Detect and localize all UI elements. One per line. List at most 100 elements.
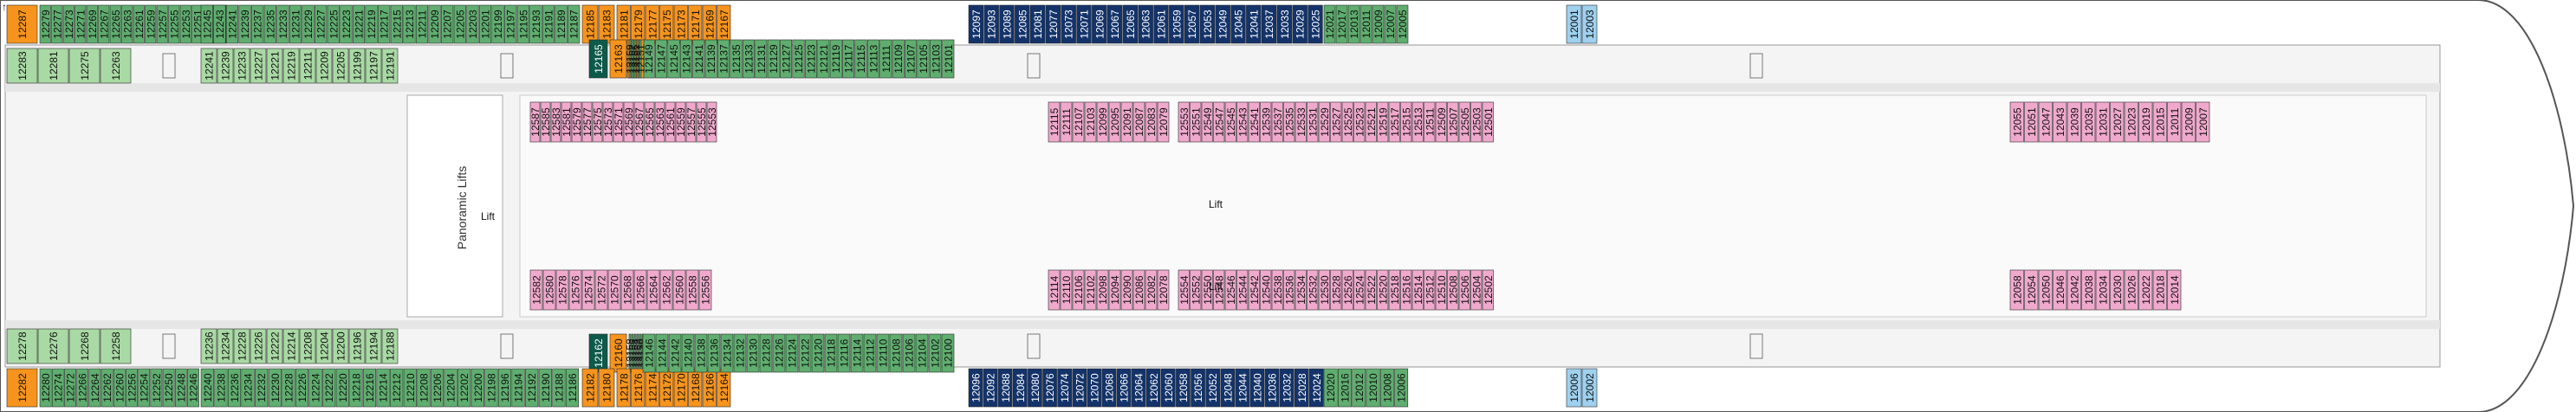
cabin-12038[interactable] bbox=[2081, 269, 2096, 311]
cabin-12026[interactable] bbox=[2124, 269, 2138, 311]
cabin-12082[interactable] bbox=[1145, 269, 1158, 311]
cabin-12024[interactable] bbox=[1309, 368, 1324, 408]
cabin-12046[interactable] bbox=[2053, 269, 2067, 311]
cabin-12070[interactable] bbox=[1087, 368, 1102, 408]
cabin-12503[interactable] bbox=[1470, 101, 1483, 143]
cabin-12550[interactable] bbox=[1201, 269, 1213, 311]
cabin-12127[interactable] bbox=[780, 39, 793, 79]
cabin-12060[interactable] bbox=[1161, 368, 1176, 408]
cabin-12076[interactable] bbox=[1042, 368, 1057, 408]
cabin-12006[interactable] bbox=[1566, 368, 1582, 408]
cabin-12505[interactable] bbox=[1458, 101, 1470, 143]
cabin-12131[interactable] bbox=[755, 39, 768, 79]
cabin-12537[interactable] bbox=[1271, 101, 1283, 143]
cabin-12048[interactable] bbox=[1220, 368, 1236, 408]
cabin-12096[interactable] bbox=[968, 368, 983, 408]
cabin-12125[interactable] bbox=[792, 39, 805, 79]
cabin-12281[interactable] bbox=[37, 48, 69, 84]
cabin-12198[interactable] bbox=[484, 368, 498, 408]
cabin-12227[interactable] bbox=[315, 4, 328, 44]
cabin-12565[interactable] bbox=[644, 101, 655, 143]
cabin-12162[interactable] bbox=[588, 333, 608, 373]
cabin-12036[interactable] bbox=[1264, 368, 1280, 408]
cabin-12525[interactable] bbox=[1341, 101, 1353, 143]
cabin-12114[interactable] bbox=[1048, 269, 1061, 311]
cabin-12220[interactable] bbox=[335, 368, 349, 408]
cabin-12221[interactable] bbox=[352, 4, 366, 44]
cabin-12210[interactable] bbox=[403, 368, 417, 408]
cabin-12569[interactable] bbox=[623, 101, 634, 143]
cabin-12132[interactable] bbox=[733, 333, 747, 373]
cabin-12016[interactable] bbox=[1338, 368, 1352, 408]
cabin-12191[interactable] bbox=[381, 48, 399, 84]
cabin-12100[interactable] bbox=[941, 333, 955, 373]
cabin-12209[interactable] bbox=[315, 48, 333, 84]
cabin-12279[interactable] bbox=[39, 4, 51, 44]
cabin-12146[interactable] bbox=[642, 333, 656, 373]
cabin-12263[interactable] bbox=[100, 48, 132, 84]
cabin-12139[interactable] bbox=[704, 39, 717, 79]
cabin-12549[interactable] bbox=[1201, 101, 1213, 143]
cabin-12143[interactable] bbox=[679, 39, 692, 79]
cabin-12045[interactable] bbox=[1230, 4, 1246, 44]
cabin-12155[interactable] bbox=[633, 39, 637, 79]
cabin-12013[interactable] bbox=[1347, 4, 1360, 44]
cabin-12552[interactable] bbox=[1190, 269, 1202, 311]
cabin-12053[interactable] bbox=[1199, 4, 1216, 44]
cabin-12001[interactable] bbox=[1566, 4, 1582, 44]
cabin-12208[interactable] bbox=[299, 328, 316, 364]
cabin-12222[interactable] bbox=[322, 368, 336, 408]
cabin-12095[interactable] bbox=[1108, 101, 1121, 143]
cabin-12194[interactable] bbox=[365, 328, 382, 364]
cabin-12269[interactable] bbox=[86, 4, 98, 44]
cabin-12506[interactable] bbox=[1458, 269, 1470, 311]
cabin-12531[interactable] bbox=[1307, 101, 1319, 143]
cabin-12206[interactable] bbox=[430, 368, 444, 408]
cabin-12585[interactable] bbox=[540, 101, 551, 143]
cabin-12107[interactable] bbox=[1072, 101, 1085, 143]
cabin-12196[interactable] bbox=[497, 368, 512, 408]
cabin-12057[interactable] bbox=[1184, 4, 1200, 44]
cabin-12140[interactable] bbox=[681, 333, 695, 373]
cabin-12212[interactable] bbox=[390, 368, 404, 408]
cabin-12200[interactable] bbox=[332, 328, 349, 364]
cabin-12571[interactable] bbox=[613, 101, 624, 143]
cabin-12204[interactable] bbox=[315, 328, 333, 364]
cabin-12587[interactable] bbox=[529, 101, 541, 143]
cabin-12182[interactable] bbox=[581, 368, 599, 408]
cabin-12052[interactable] bbox=[1205, 368, 1220, 408]
cabin-12199[interactable] bbox=[348, 48, 366, 84]
cabin-12197[interactable] bbox=[365, 48, 382, 84]
cabin-12276[interactable] bbox=[37, 328, 69, 364]
cabin-12080[interactable] bbox=[1028, 368, 1042, 408]
cabin-12268[interactable] bbox=[68, 328, 101, 364]
cabin-12043[interactable] bbox=[2053, 101, 2067, 143]
cabin-12226[interactable] bbox=[250, 328, 267, 364]
cabin-12117[interactable] bbox=[842, 39, 855, 79]
cabin-12532[interactable] bbox=[1307, 269, 1319, 311]
cabin-12577[interactable] bbox=[581, 101, 593, 143]
cabin-12134[interactable] bbox=[720, 333, 734, 373]
cabin-12240[interactable] bbox=[200, 368, 214, 408]
cabin-12032[interactable] bbox=[1279, 368, 1294, 408]
cabin-12567[interactable] bbox=[633, 101, 645, 143]
cabin-12191[interactable] bbox=[542, 4, 555, 44]
cabin-12236[interactable] bbox=[227, 368, 242, 408]
cabin-12120[interactable] bbox=[811, 333, 825, 373]
cabin-12227[interactable] bbox=[250, 48, 267, 84]
cabin-12280[interactable] bbox=[39, 368, 52, 408]
cabin-12138[interactable] bbox=[694, 333, 708, 373]
cabin-12018[interactable] bbox=[2152, 269, 2167, 311]
cabin-12545[interactable] bbox=[1224, 101, 1236, 143]
cabin-12023[interactable] bbox=[2124, 101, 2138, 143]
cabin-12215[interactable] bbox=[390, 4, 403, 44]
cabin-12109[interactable] bbox=[892, 39, 905, 79]
cabin-12178[interactable] bbox=[616, 368, 631, 408]
cabin-12229[interactable] bbox=[302, 4, 315, 44]
cabin-12188[interactable] bbox=[381, 328, 399, 364]
cabin-12523[interactable] bbox=[1353, 101, 1366, 143]
cabin-12512[interactable] bbox=[1424, 269, 1436, 311]
cabin-12261[interactable] bbox=[133, 4, 145, 44]
cabin-12203[interactable] bbox=[466, 4, 479, 44]
cabin-12518[interactable] bbox=[1388, 269, 1400, 311]
